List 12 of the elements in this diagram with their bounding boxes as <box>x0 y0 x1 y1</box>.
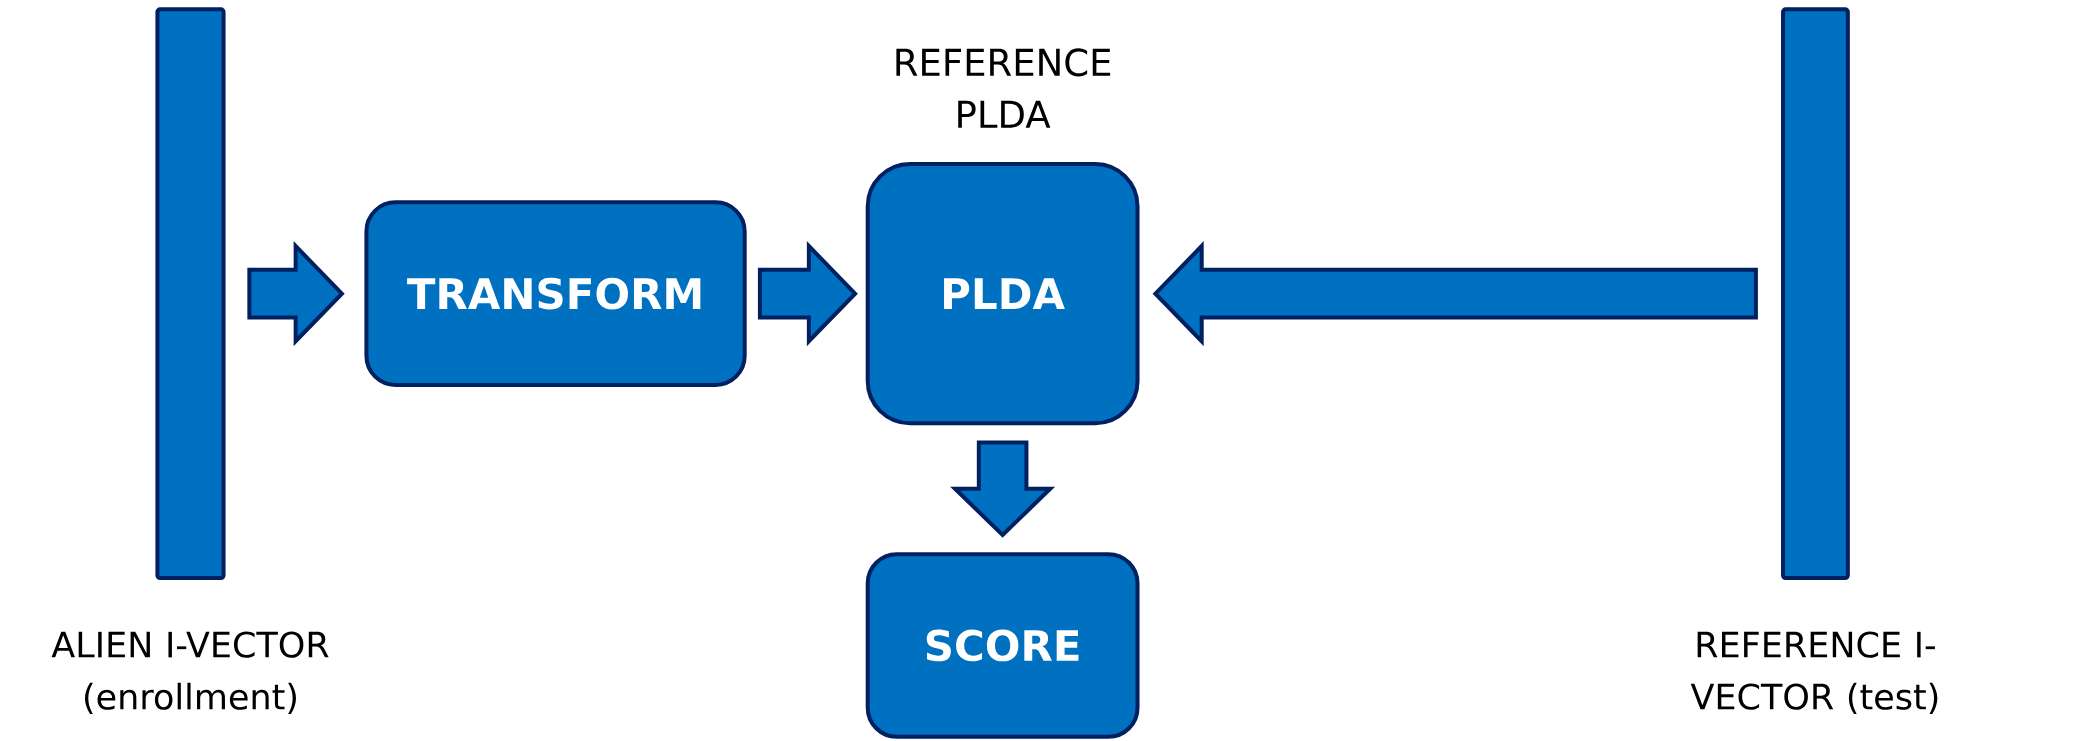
bar-label: ALIEN I-VECTOR (enrollment) <box>51 631 329 715</box>
block-arrow <box>247 241 345 347</box>
process-box <box>865 552 1140 739</box>
process-box <box>364 200 747 388</box>
block-arrow <box>1152 241 1758 347</box>
box-label: PLDA <box>944 278 1065 310</box>
box-label: TRANSFORM <box>407 277 701 310</box>
block-arrow <box>757 241 858 347</box>
block-arrow <box>950 440 1056 538</box>
bar-label: REFERENCE I-VECTOR (test) <box>1690 631 1938 715</box>
box-heading: REFERENCE PLDA <box>896 48 1111 128</box>
box-label: SCORE <box>926 629 1079 662</box>
